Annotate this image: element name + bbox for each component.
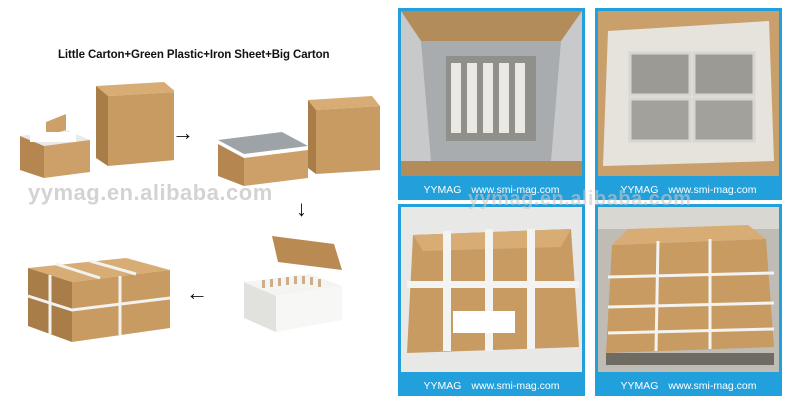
tile-caption: YYMAG www.smi-mag.com xyxy=(398,184,585,196)
tile-photo-iron-box xyxy=(401,11,582,176)
brand-label: YYMAG xyxy=(423,380,462,392)
watermark-text: yymag.en.alibaba.com xyxy=(28,180,273,205)
step-plastic-tray-image xyxy=(244,236,342,332)
tile-caption: YYMAG www.smi-mag.com xyxy=(595,184,782,196)
tile-photo-pallet xyxy=(598,207,779,372)
photo-tile: YYMAG www.smi-mag.com xyxy=(595,8,782,200)
brand-label: YYMAG xyxy=(620,380,659,392)
arrow-right-icon: → xyxy=(172,120,194,145)
arrow-down-icon: ↓ xyxy=(296,196,307,221)
photo-tile: YYMAG www.smi-mag.com xyxy=(398,204,585,396)
watermark-text: yymag.en.alibaba.com xyxy=(468,188,692,210)
website-label: www.smi-mag.com xyxy=(668,184,757,196)
photo-tile: YYMAG www.smi-mag.com xyxy=(398,8,585,200)
tile-caption: YYMAG www.smi-mag.com xyxy=(398,380,585,392)
step-little-carton-image xyxy=(20,82,174,178)
arrow-left-icon: ← xyxy=(186,280,208,305)
website-label: www.smi-mag.com xyxy=(471,380,560,392)
brand-label: YYMAG xyxy=(423,184,462,196)
packaging-title: Little Carton+Green Plastic+Iron Sheet+B… xyxy=(58,49,330,61)
brand-label: YYMAG xyxy=(620,184,659,196)
step-big-carton-image xyxy=(27,258,171,342)
tile-photo-strapped-carton xyxy=(401,207,582,372)
tile-photo-open-carton xyxy=(598,11,779,176)
tile-caption: YYMAG www.smi-mag.com xyxy=(595,380,782,392)
photo-tile: YYMAG www.smi-mag.com xyxy=(595,204,782,396)
packaging-diagram: Little Carton+Green Plastic+Iron Sheet+B… xyxy=(0,0,390,406)
website-label: www.smi-mag.com xyxy=(668,380,757,392)
website-label: www.smi-mag.com xyxy=(471,184,560,196)
step-iron-sheet-image xyxy=(218,96,380,186)
